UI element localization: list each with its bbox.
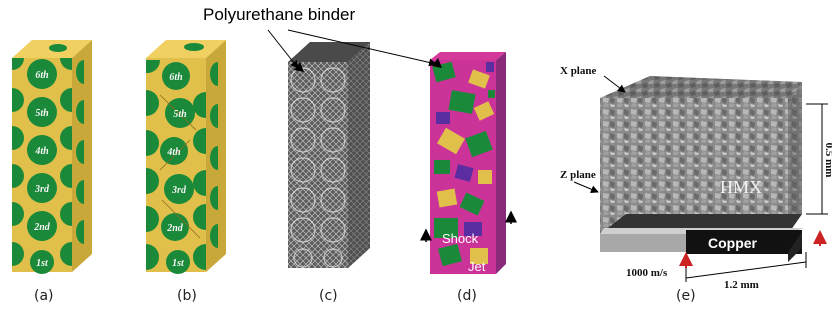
ordinal-a-5: 5th <box>35 108 49 119</box>
ordinal-b-5: 5th <box>173 109 187 120</box>
callout-arrow-c <box>267 29 299 69</box>
panel-label-b: (b) <box>177 288 197 304</box>
ordinal-b-1: 1st <box>172 258 185 269</box>
ordinal-b-4: 4th <box>166 147 181 158</box>
panel-label-d: (d) <box>457 288 477 304</box>
z-plane-arrow <box>573 181 599 193</box>
ordinal-a-2: 2nd <box>33 222 51 233</box>
width-dim-line <box>685 261 807 279</box>
panel-e-block <box>600 76 804 262</box>
x-plane-label: X plane <box>560 65 596 77</box>
ordinal-a-1: 1st <box>36 258 49 269</box>
ordinal-b-6: 6th <box>169 72 183 83</box>
binder-callout: Polyurethane binder <box>203 5 356 24</box>
hmx-label: HMX <box>720 177 762 197</box>
panel-c-mesh <box>288 42 370 268</box>
panel-b-column: 6th 5th 4th 3rd 2nd 1st <box>146 40 226 274</box>
panel-a-column: 6th 5th 4th 3rd 2nd 1st <box>12 40 92 274</box>
ordinal-a-6: 6th <box>35 70 49 81</box>
jet-label: Jet <box>468 259 486 274</box>
height-label: 0.5 mm <box>823 143 832 178</box>
ordinal-a-3: 3rd <box>34 184 50 195</box>
copper-label: Copper <box>708 235 758 251</box>
x-plane-arrow <box>603 75 626 93</box>
velocity-label: 1000 m/s <box>626 267 668 279</box>
width-label: 1.2 mm <box>724 279 759 291</box>
panel-label-c: (c) <box>319 288 338 304</box>
panel-label-e: (e) <box>676 288 696 304</box>
ordinal-a-4: 4th <box>34 146 49 157</box>
ordinal-b-3: 3rd <box>171 185 187 196</box>
ordinal-b-2: 2nd <box>166 223 184 234</box>
panel-label-a: (a) <box>34 288 54 304</box>
shock-label: Shock <box>442 231 479 246</box>
panel-d-column: Shock Jet <box>420 52 517 274</box>
z-plane-label: Z plane <box>560 169 596 181</box>
callout-arrow-d <box>287 29 437 67</box>
